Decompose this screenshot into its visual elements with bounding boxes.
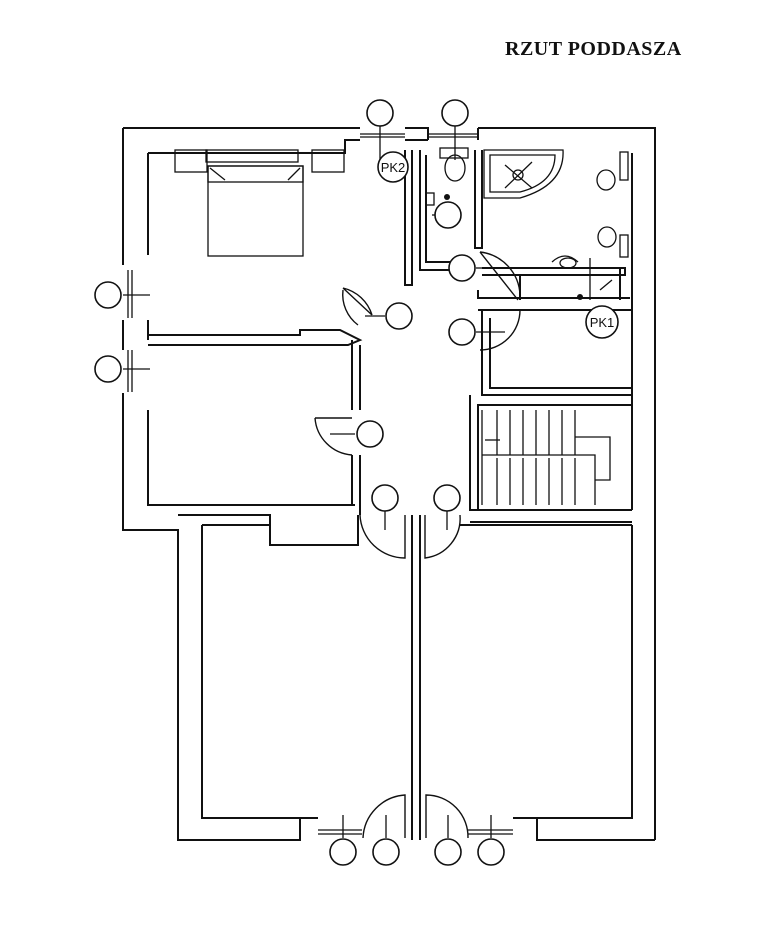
pk1-marker: PK1 bbox=[585, 305, 619, 339]
door-swings bbox=[314, 251, 521, 839]
staircase bbox=[481, 410, 611, 505]
plan-title: RZUT PODDASZA bbox=[505, 38, 682, 60]
pk2-label: PK2 bbox=[381, 160, 406, 175]
callout-bubbles bbox=[94, 99, 505, 866]
pk2-marker: PK2 bbox=[377, 151, 409, 183]
interior-walls bbox=[148, 150, 632, 840]
bathroom-fixtures bbox=[444, 149, 629, 300]
outer-walls bbox=[122, 127, 656, 841]
pk1-label: PK1 bbox=[590, 315, 615, 330]
bed bbox=[174, 149, 345, 257]
